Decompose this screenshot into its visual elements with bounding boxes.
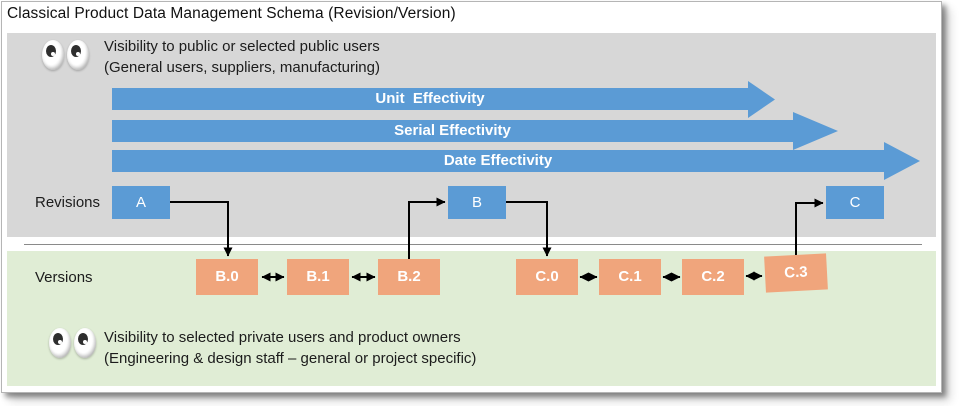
- connector-b2-to-b: [408, 197, 446, 259]
- private-visibility-line1: Visibility to selected private users and…: [104, 329, 461, 346]
- panel-divider-line: [24, 244, 922, 245]
- version-node-c0: C.0: [516, 259, 578, 295]
- eye-icon: [74, 328, 96, 358]
- revisions-row-label: Revisions: [35, 194, 101, 211]
- serial-effectivity-arrow: [112, 112, 838, 150]
- private-visibility-line2: (Engineering & design staff – general or…: [104, 350, 477, 367]
- date-effectivity-label: Date Effectivity: [443, 152, 553, 169]
- pupil-icon: [71, 45, 81, 57]
- eyes-icon: [49, 328, 96, 358]
- private-visibility-text: Visibility to selected private users and…: [104, 327, 476, 369]
- versions-row-label: Versions: [35, 269, 93, 286]
- eye-icon: [49, 328, 71, 358]
- connector-a-to-b0: [170, 201, 233, 257]
- eye-icon: [42, 40, 64, 70]
- unit-effectivity-label: Unit Effectivity: [375, 90, 485, 107]
- version-node-c1: C.1: [599, 259, 661, 295]
- pupil-icon: [46, 45, 56, 57]
- unit-effectivity-arrow: [112, 81, 775, 118]
- serial-effectivity-label: Serial Effectivity: [394, 122, 511, 139]
- public-visibility-text: Visibility to public or selected public …: [104, 36, 380, 78]
- pupil-icon: [78, 333, 88, 345]
- pupil-icon: [53, 333, 63, 345]
- version-node-c2: C.2: [682, 259, 744, 295]
- version-node-b2: B.2: [378, 259, 440, 295]
- revision-node-c: C: [826, 186, 884, 219]
- public-visibility-line2: (General users, suppliers, manufacturing…: [104, 59, 380, 76]
- public-visibility-line1: Visibility to public or selected public …: [104, 38, 380, 55]
- version-node-b0: B.0: [196, 259, 258, 295]
- revision-node-a: A: [112, 186, 170, 219]
- revision-node-b: B: [448, 186, 506, 219]
- version-node-c3: C.3: [764, 253, 828, 293]
- eye-icon: [67, 40, 89, 70]
- connector-b-to-c0: [506, 201, 552, 257]
- page-title: Classical Product Data Management Schema…: [7, 5, 456, 22]
- version-node-b1: B.1: [287, 259, 349, 295]
- connector-c3-to-c: [795, 198, 824, 257]
- eyes-icon: [42, 40, 89, 70]
- date-effectivity-arrow: [112, 142, 920, 180]
